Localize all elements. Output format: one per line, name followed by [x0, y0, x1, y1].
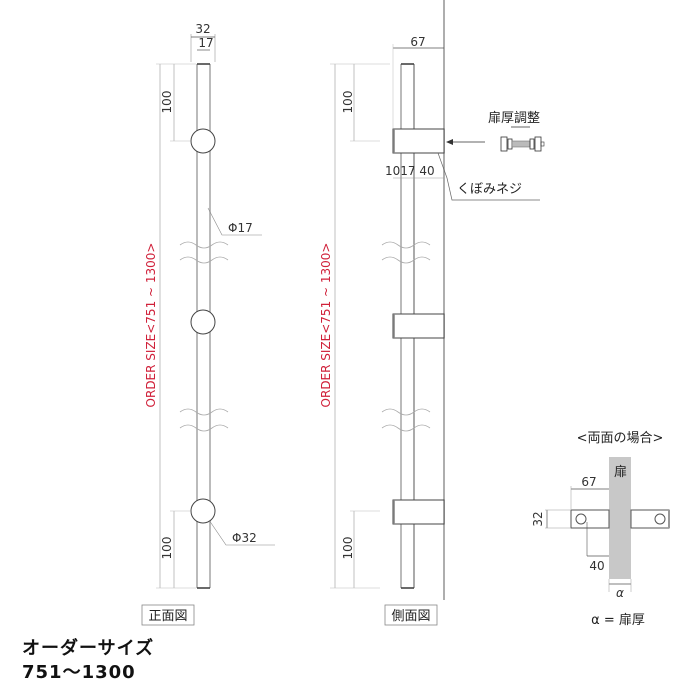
- alpha-symbol: α: [616, 586, 624, 600]
- side-dim-bottom-spacing: 100: [341, 537, 355, 560]
- front-order-size: ORDER SIZE<751 ~ 1300>: [144, 243, 158, 408]
- both-dim-hole: 40: [589, 559, 604, 573]
- both-dim-height: 32: [531, 511, 545, 526]
- front-dim-inner: 17: [198, 36, 213, 50]
- order-size-range: 751〜1300: [22, 662, 136, 683]
- alpha-legend: α = 扉厚: [591, 612, 645, 628]
- door-label: 扉: [614, 464, 627, 480]
- recessed-screw-label: くぼみネジ: [457, 182, 522, 197]
- side-dim-bracket: 1017 40: [385, 164, 435, 178]
- door-thickness-adjuster-icon: [500, 126, 545, 152]
- side-dim-top-spacing: 100: [341, 91, 355, 114]
- front-dim-bottom-spacing: 100: [160, 537, 174, 560]
- both-sides-title: <両面の場合>: [577, 431, 664, 446]
- boss-diameter-label: Φ32: [232, 531, 257, 545]
- side-order-size: ORDER SIZE<751 ~ 1300>: [319, 243, 333, 408]
- front-dim-outer: 32: [195, 22, 210, 36]
- front-view-label: 正面図: [148, 609, 187, 624]
- front-view: [141, 34, 275, 626]
- order-size-title: オーダーサイズ: [22, 638, 155, 659]
- side-view-label: 側面図: [391, 609, 430, 624]
- front-dim-top-spacing: 100: [160, 91, 174, 114]
- door-thickness-adjust-label: 扉厚調整: [488, 110, 540, 126]
- side-view: [330, 0, 545, 626]
- both-sides-detail: [545, 457, 670, 592]
- pipe-diameter-label: Φ17: [228, 221, 253, 235]
- both-dim-projection: 67: [581, 475, 596, 489]
- side-dim-projection: 67: [410, 35, 425, 49]
